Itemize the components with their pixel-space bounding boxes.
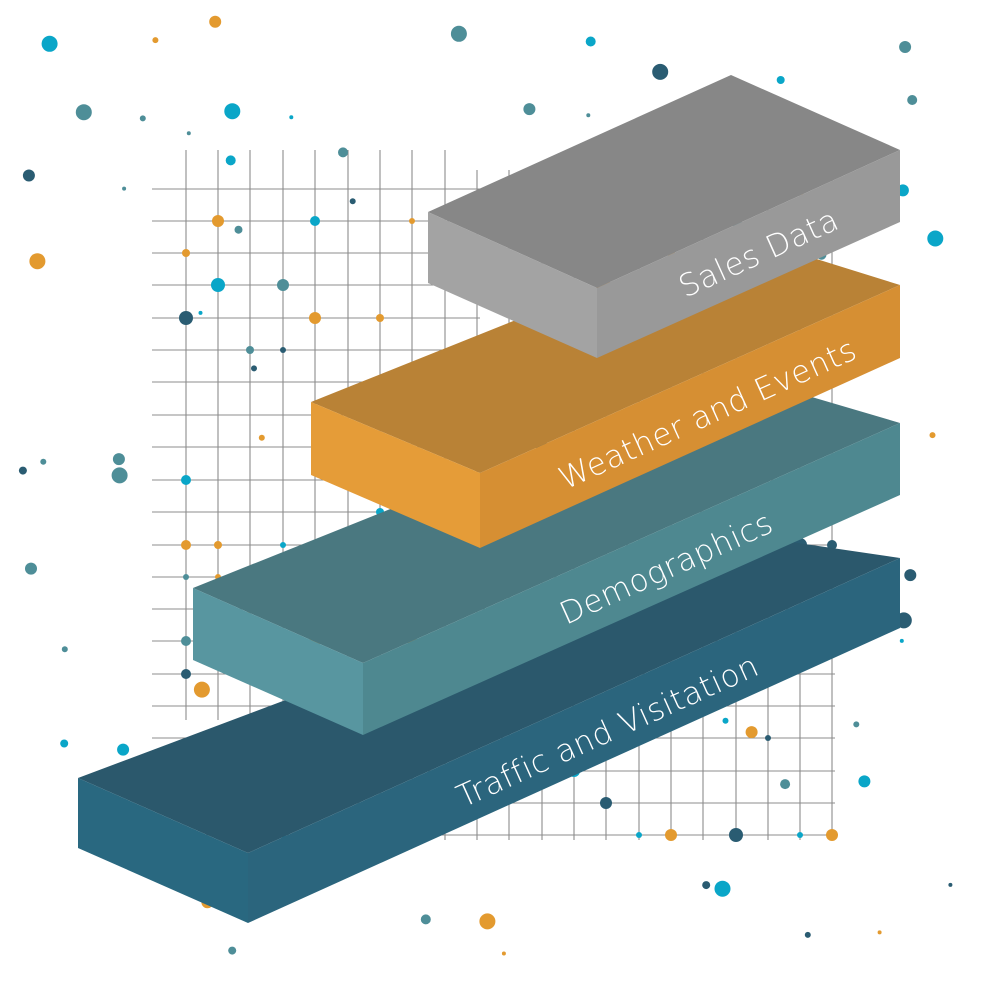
scatter-dot: [877, 930, 882, 935]
scatter-dot: [765, 735, 771, 741]
scatter-dot: [927, 230, 944, 247]
scatter-dot: [112, 453, 125, 466]
scatter-dot: [479, 913, 496, 930]
scatter-dot: [665, 829, 677, 841]
scatter-dot: [309, 312, 321, 324]
scatter-dot: [181, 669, 191, 679]
scatter-dot: [338, 147, 348, 158]
scatter-dot: [899, 41, 912, 53]
scatter-dot: [60, 739, 69, 748]
scatter-dot: [61, 646, 68, 653]
scatter-dot: [181, 475, 191, 485]
slab-front-face: [480, 285, 900, 548]
scatter-dot: [714, 880, 731, 897]
scatter-dot: [258, 434, 265, 441]
scatter-dot: [904, 569, 917, 582]
slab-top-face: [428, 75, 900, 288]
scatter-dot: [234, 225, 243, 234]
scatter-dot: [523, 103, 536, 116]
scatter-dot: [450, 25, 467, 42]
scatter-dot: [181, 636, 191, 646]
scatter-dot: [211, 278, 225, 292]
scatter-dot: [729, 828, 743, 842]
scatter-dot: [780, 779, 791, 790]
scatter-dot: [198, 310, 203, 315]
scatter-dot: [722, 717, 729, 724]
scatter-dot: [858, 775, 871, 788]
scatter-dot: [827, 540, 837, 550]
slab-top-face: [78, 533, 900, 853]
scatter-dot: [804, 931, 811, 938]
scatter-dot: [948, 882, 953, 887]
scatter-dot: [652, 63, 669, 80]
scatter-dot: [22, 169, 35, 182]
scatter-dot: [853, 721, 860, 728]
scatter-dot: [225, 155, 236, 166]
scatter-dot: [181, 540, 191, 550]
scatter-dot: [75, 104, 92, 121]
scatter-dot: [209, 15, 222, 28]
scatter-dot: [18, 466, 27, 475]
scatter-dot: [122, 186, 127, 191]
scatter-dot: [585, 36, 596, 47]
slab-front-face: [248, 558, 900, 923]
scatter-dot: [40, 458, 47, 465]
scatter-dot: [25, 562, 37, 575]
scatter-dot: [277, 279, 289, 291]
scatter-dot: [586, 113, 591, 118]
scatter-dot: [152, 37, 159, 44]
scatter-dot: [349, 198, 356, 205]
scatter-dot: [600, 797, 612, 809]
scatter-dot: [826, 829, 838, 841]
scatter-dot: [280, 542, 286, 548]
scatter-dot: [139, 115, 146, 122]
scatter-dot: [186, 131, 191, 136]
scatter-dot: [907, 95, 918, 105]
scatter-dot: [179, 311, 193, 325]
slab-front-face: [597, 150, 900, 358]
scatter-dot: [41, 35, 58, 52]
slab-front-face: [363, 423, 900, 735]
slab-left-face: [78, 778, 248, 923]
scatter-dot: [183, 574, 189, 580]
scatter-dot: [501, 951, 506, 956]
scatter-dot: [29, 253, 46, 270]
scatter-dot: [251, 365, 257, 372]
scatter-dot: [289, 115, 294, 120]
slab-left-face: [428, 212, 597, 358]
scatter-dot: [228, 946, 237, 955]
scatter-dot: [280, 347, 286, 353]
scatter-dot: [797, 832, 803, 838]
sales-data-layer: Sales Data: [428, 75, 900, 358]
slab-left-face: [193, 588, 363, 735]
slab-top-face: [193, 373, 900, 663]
scatter-dot: [117, 743, 130, 756]
scatter-dot: [182, 249, 190, 257]
scatter-dot: [409, 218, 415, 224]
scatter-dot: [214, 541, 222, 549]
scatter-dot: [212, 215, 224, 227]
traffic-and-visitation-layer: Traffic and Visitation: [78, 533, 900, 923]
scatter-dot: [310, 216, 320, 226]
scatter-dot: [745, 726, 758, 739]
scatter-dot: [929, 432, 936, 439]
scatter-dot: [420, 914, 431, 925]
scatter-dot: [636, 832, 642, 838]
slab-left-face: [311, 402, 480, 548]
scatter-dot: [111, 467, 128, 484]
scatter-dot: [224, 103, 241, 120]
scatter-dot: [193, 681, 210, 698]
scatter-dot: [899, 638, 904, 643]
scatter-dot: [702, 881, 711, 890]
scatter-dot: [376, 314, 384, 322]
scatter-dot: [246, 346, 254, 354]
scatter-dot: [776, 76, 785, 84]
